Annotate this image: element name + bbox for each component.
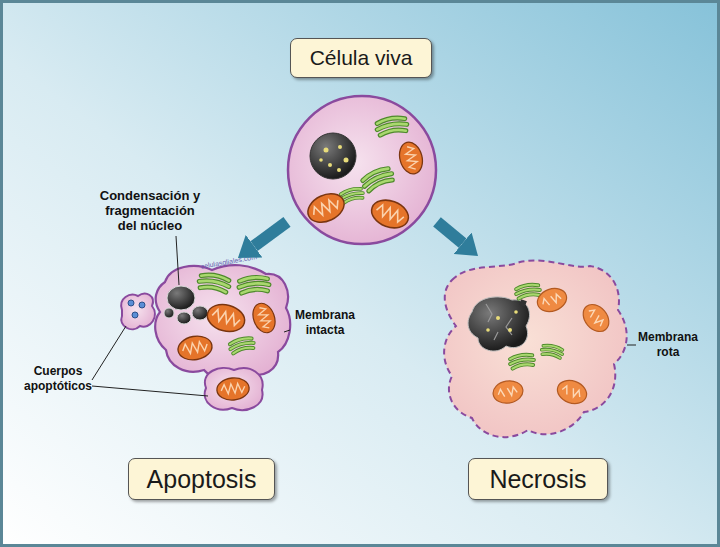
chromatin-dots: [319, 145, 348, 172]
necrotic-cell: [444, 260, 627, 437]
leader-line: [176, 236, 179, 285]
damaged-nucleus: [468, 297, 529, 351]
cell-stage: Apoptosis: [118, 258, 346, 502]
dot: [496, 316, 500, 320]
dot: [324, 148, 329, 153]
chromatin-dots: [486, 310, 518, 332]
callout-label: Condensación y fragmentación del núcleo: [95, 188, 205, 233]
dot: [132, 312, 138, 318]
endoplasmic-reticulum: [515, 283, 541, 299]
swollen-mitochondrion: [491, 379, 524, 406]
cell-membrane: [155, 265, 290, 379]
apoptotic-body: [121, 294, 155, 330]
watermark: celulasgliales.com: [200, 252, 258, 271]
transition-arrow: [437, 222, 463, 243]
callout-label: Cuerpos apoptóticos: [18, 364, 98, 394]
nucleus-fragment: [519, 299, 527, 307]
mitochondrion: [216, 377, 250, 402]
mitochondrion: [368, 195, 413, 232]
endoplasmic-reticulum: [229, 336, 255, 353]
cell-membrane: [288, 96, 436, 244]
endoplasmic-reticulum: [361, 166, 394, 192]
mitochondrion: [204, 301, 247, 336]
dot: [319, 158, 323, 162]
swollen-mitochondrion: [534, 285, 570, 316]
nucleus-fragments: [164, 286, 208, 324]
apoptotic-cell: [121, 265, 290, 410]
dot: [128, 300, 134, 306]
dot: [514, 310, 518, 314]
callout-label: Membrana intacta: [290, 308, 360, 338]
leader-lines: [92, 236, 636, 396]
nucleus-cracks: [486, 304, 512, 340]
swollen-mitochondrion: [554, 377, 590, 408]
endoplasmic-reticulum: [541, 344, 564, 358]
dot: [508, 328, 512, 332]
nucleus: [310, 133, 356, 179]
mitochondrion: [396, 140, 426, 177]
fragment: [192, 306, 208, 320]
dot: [338, 145, 342, 149]
dot: [328, 163, 332, 167]
fragment: [177, 312, 191, 324]
stage-title: Necrosis: [468, 458, 608, 500]
leader-line: [92, 326, 126, 380]
body-contents: [128, 300, 145, 318]
endoplasmic-reticulum: [376, 116, 408, 135]
dot: [486, 328, 490, 332]
mitochondrion: [303, 188, 348, 228]
broken-membrane: [444, 260, 627, 437]
leader-line: [92, 386, 208, 396]
swollen-mitochondrion: [578, 299, 614, 336]
cell-stage: Necrosis: [438, 256, 638, 502]
endoplasmic-reticulum: [238, 276, 269, 293]
leader-line: [627, 345, 636, 346]
leader-line: [284, 330, 290, 332]
dot: [337, 168, 341, 172]
stage-title: Célula viva: [290, 38, 432, 78]
dot: [139, 302, 145, 308]
dot: [344, 158, 349, 163]
endoplasmic-reticulum: [509, 353, 535, 369]
mitochondrion: [176, 334, 214, 363]
apoptotic-body: [205, 368, 263, 410]
endoplasmic-reticulum: [198, 273, 230, 292]
fragment: [167, 286, 195, 310]
stage-title: Apoptosis: [128, 458, 275, 500]
callout-label: Membrana rota: [632, 330, 704, 360]
live-cell: [288, 96, 436, 244]
transition-arrow: [254, 222, 287, 246]
fragment: [164, 308, 174, 318]
cell-stage: Célula viva: [287, 36, 437, 248]
mitochondrion: [249, 300, 279, 336]
